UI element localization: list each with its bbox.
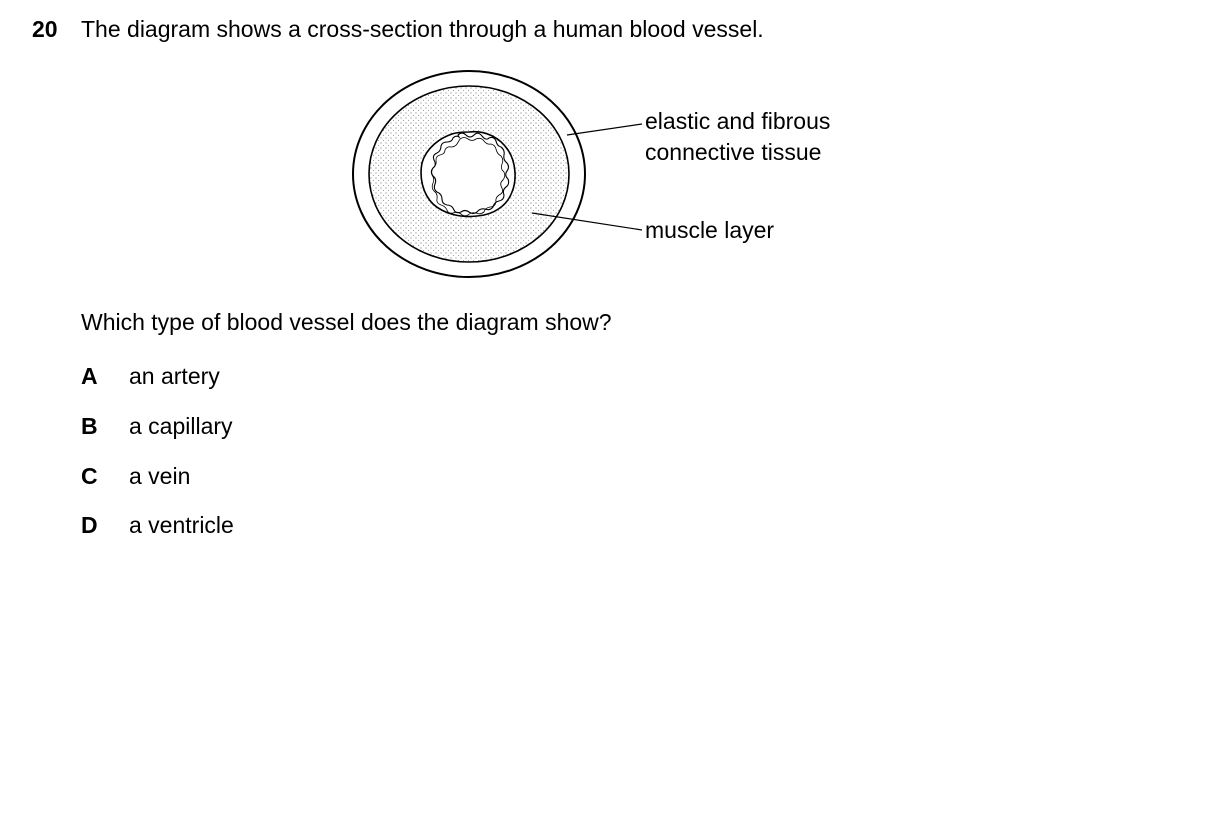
question-stem: The diagram shows a cross-section throug…	[81, 16, 764, 42]
label-connective-tissue-line1: elastic and fibrous	[645, 108, 831, 134]
leader-line-muscle	[531, 212, 643, 231]
option-letter: A	[81, 363, 98, 389]
option-letter: B	[81, 413, 98, 439]
label-connective-tissue-line2: connective tissue	[645, 139, 822, 165]
question-prompt: Which type of blood vessel does the diag…	[81, 309, 612, 335]
option-letter: C	[81, 463, 98, 489]
leader-line-connective	[566, 123, 643, 136]
blood-vessel-diagram: elastic and fibrous connective tissue mu…	[340, 62, 860, 286]
option-letter: D	[81, 512, 98, 538]
blood-vessel-cross-section	[352, 70, 643, 278]
option-text: a capillary	[129, 413, 233, 439]
option-text: a ventricle	[129, 512, 234, 538]
question-number: 20	[32, 16, 58, 42]
wavy-lining-inner	[430, 137, 506, 217]
option-text: a vein	[129, 463, 191, 489]
option-text: an artery	[129, 363, 220, 389]
lumen	[420, 130, 516, 218]
wavy-lining	[430, 132, 510, 215]
label-muscle-layer: muscle layer	[645, 217, 775, 243]
